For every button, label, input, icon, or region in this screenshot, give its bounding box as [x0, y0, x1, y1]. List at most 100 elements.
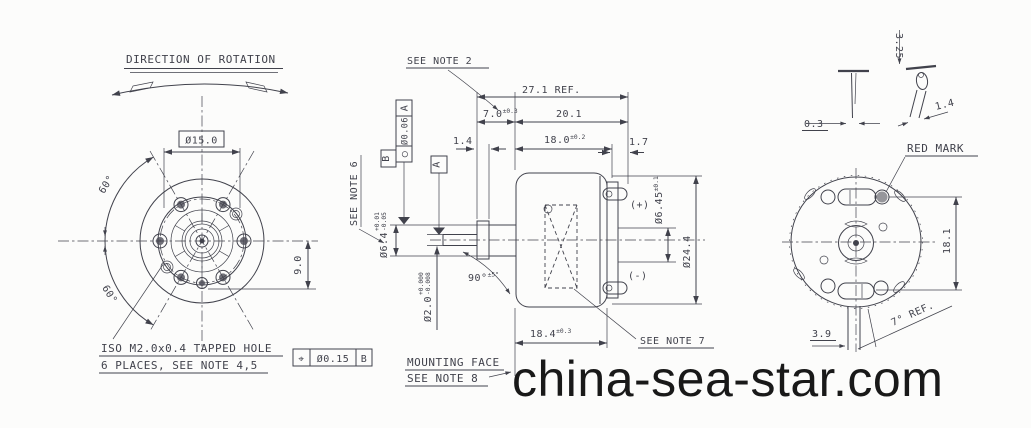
magnet-outline [544, 204, 578, 289]
bottom-terminal-slot [837, 282, 875, 300]
runout-symbol: ○ [400, 151, 411, 158]
face-angle-arc [462, 251, 511, 295]
terminal-thickness-label: 0.3 [804, 119, 824, 130]
angle-dim-arc [104, 156, 154, 326]
red-mark-label: RED MARK [907, 142, 964, 155]
terminal-front-stem [909, 89, 918, 118]
datum-triangle [398, 217, 410, 225]
datum-b-box [380, 149, 397, 168]
tab-edge-angled [867, 308, 877, 348]
shaft-boss [847, 234, 865, 252]
terminal-plus-tab [602, 187, 628, 201]
washer-thickness-label: 1.4 [453, 136, 473, 147]
spring-clip-bottom [844, 257, 868, 265]
note-leader [112, 262, 165, 340]
bolt-circle-dia-label: Ø15.0 [185, 135, 218, 147]
vent-hole [873, 280, 889, 296]
see-note-6-leader [358, 228, 385, 244]
see-note-2-label: SEE NOTE 2 [407, 56, 472, 67]
face-angle-label: 90°±5° [468, 271, 499, 285]
spring-clip-top [844, 220, 868, 228]
shaft-dia-label: Ø2.0+0.000-0.008 [418, 272, 434, 322]
terminal-length-label: 1.7 [629, 137, 649, 148]
tapped-hole-note-line2: 6 PLACES, SEE NOTE 4,5 [101, 359, 258, 372]
terminal-front-head [905, 64, 937, 71]
terminal-minus-tab [602, 281, 628, 295]
tab-angle-label: 7° REF. [890, 300, 936, 329]
position-tol: Ø0.15 [317, 353, 350, 365]
vent-hole [229, 207, 243, 221]
terminal-side-stem [851, 72, 853, 119]
mount-length-label: 18.4±0.3 [530, 328, 571, 340]
endcap-outline [790, 176, 922, 308]
terminal-minus-label: (-) [628, 271, 648, 282]
rim-tab [893, 281, 905, 293]
runout-fcf: A Ø0.06 ○ [395, 99, 413, 163]
face-spokes [175, 210, 229, 272]
red-mark-fill [876, 191, 888, 203]
rim-tab [793, 268, 805, 280]
motor-outline-circle [139, 178, 265, 304]
top-terminal-slot [837, 188, 877, 206]
case-length-label: 20.1 [556, 109, 582, 120]
vent-hole-inner [163, 263, 171, 271]
referenced-hole [196, 277, 208, 289]
red-mark-leader [885, 156, 906, 193]
case-dia-label: Ø24.4 [681, 235, 693, 268]
shaft-center [199, 238, 205, 244]
see-note-6-label: SEE NOTE 6 [349, 161, 360, 226]
position-fcf: ⌖ Ø0.15 B [292, 348, 373, 367]
boss-length-label: 7.0±0.3 [483, 108, 518, 120]
terminal-height-label: 3.25 [893, 33, 904, 59]
vent-hole-inner [232, 210, 240, 218]
terminal-details: 0.3 3.25 1.4 [802, 30, 956, 131]
tab-width-label: 3.9 [812, 329, 832, 340]
rotation-arrow-arc [111, 83, 289, 96]
rim-tab [894, 190, 906, 202]
bolt-circle-dia-box [178, 130, 225, 148]
referenced-hole-fill [199, 280, 205, 286]
rotation-arc-flag-right [245, 81, 268, 93]
front-view: DIRECTION OF ROTATION Ø15.0 [58, 53, 373, 374]
slot-span-label: 18.1 [942, 228, 953, 254]
endcap [606, 181, 619, 299]
datum-a-label: A [432, 161, 443, 168]
terminal-front-slot [915, 72, 929, 90]
terminal-side-stem-2 [854, 72, 857, 105]
terminal-front-stem [918, 90, 927, 119]
rotation-arc-flag-left [129, 81, 154, 93]
tab-angle-line [857, 305, 953, 350]
magnet-diagonal [544, 204, 578, 289]
runout-tol: Ø0.06 [400, 117, 411, 145]
shaft-washer [476, 220, 490, 260]
shaft-circle [195, 234, 209, 248]
mounting-face-label-1: MOUNTING FACE [407, 356, 500, 369]
vent-hole [820, 278, 836, 294]
datum-triangle [433, 227, 445, 235]
mounting-face-arrow [488, 371, 512, 378]
angle-upper-label: 60° [97, 173, 117, 195]
see-note-7-label: SEE NOTE 7 [640, 336, 705, 347]
position-symbol: ⌖ [298, 354, 304, 365]
rear-view: RED MARK 18.1 3 [782, 142, 978, 352]
width-arrow-r [923, 111, 949, 120]
rim-tab [804, 188, 816, 200]
terminal-plus-label: (+) [630, 200, 650, 211]
tapped-holes [152, 197, 252, 285]
terminal-hole [605, 284, 613, 292]
boss-ring-2 [184, 223, 220, 259]
datum-b-label: B [381, 155, 392, 162]
side-view: SEE NOTE 2 27.1 REF. 7.0±0.3 20.1 1.4 18… [349, 56, 714, 387]
shaft-end [853, 240, 859, 246]
terminal-hole [605, 190, 613, 198]
direction-of-rotation-label: DIRECTION OF ROTATION [126, 53, 276, 66]
cap-dia-label: Ø6.45±0.1 [653, 176, 665, 224]
small-hole [819, 255, 829, 265]
vent-hole [820, 189, 836, 205]
endcap-knurl-ticks [789, 175, 923, 309]
see-note-7-leader [573, 288, 637, 340]
mounting-face-label-2: SEE NOTE 8 [407, 372, 478, 385]
terminal-width-label: 1.4 [934, 98, 956, 113]
runout-datum-ref: A [400, 105, 411, 112]
